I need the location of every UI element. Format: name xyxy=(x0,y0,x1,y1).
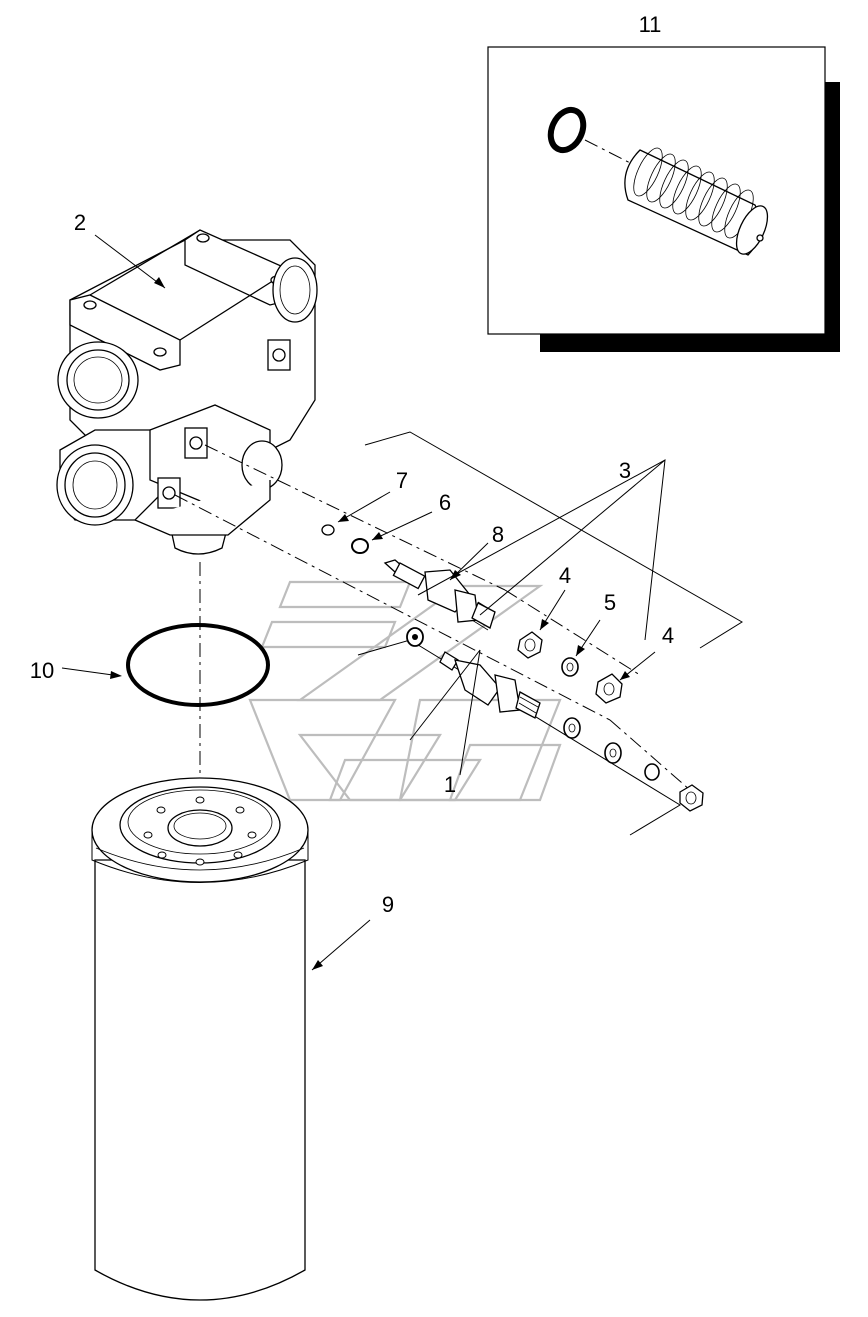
callout-labels: 11 2 3 7 6 8 4 5 4 10 1 9 xyxy=(30,12,674,917)
leader-lines xyxy=(61,234,666,971)
seal-ring xyxy=(351,538,369,554)
callout-3: 3 xyxy=(619,458,631,483)
inset-o-ring xyxy=(547,106,587,154)
callout-11: 11 xyxy=(639,12,662,37)
callout-4a: 4 xyxy=(559,563,571,588)
group-brackets xyxy=(357,431,743,836)
washer xyxy=(561,657,579,677)
callout-8: 8 xyxy=(492,522,504,547)
pressure-switch-lower xyxy=(439,651,541,719)
washer xyxy=(563,717,581,739)
filter-head xyxy=(56,229,318,555)
callout-7: 7 xyxy=(396,468,408,493)
callout-9: 9 xyxy=(382,892,394,917)
nut-middle xyxy=(595,673,623,704)
assembly-axes xyxy=(174,444,691,800)
callout-2: 2 xyxy=(74,210,86,235)
hardware xyxy=(406,627,704,812)
spin-on-filter xyxy=(91,777,309,1301)
callout-6: 6 xyxy=(439,490,451,515)
pressure-switch-upper xyxy=(383,559,496,631)
callout-10: 10 xyxy=(30,658,54,683)
nut-lower xyxy=(679,784,704,812)
lock-washer xyxy=(644,763,660,781)
inset-panel xyxy=(487,46,840,352)
callout-1: 1 xyxy=(444,772,456,797)
callout-5: 5 xyxy=(604,590,616,615)
small-seal xyxy=(321,524,335,536)
head-o-ring xyxy=(126,623,270,707)
washer xyxy=(604,742,622,764)
inset-filter-element xyxy=(624,147,769,256)
callout-4b: 4 xyxy=(662,623,674,648)
nut-upper xyxy=(517,631,543,659)
